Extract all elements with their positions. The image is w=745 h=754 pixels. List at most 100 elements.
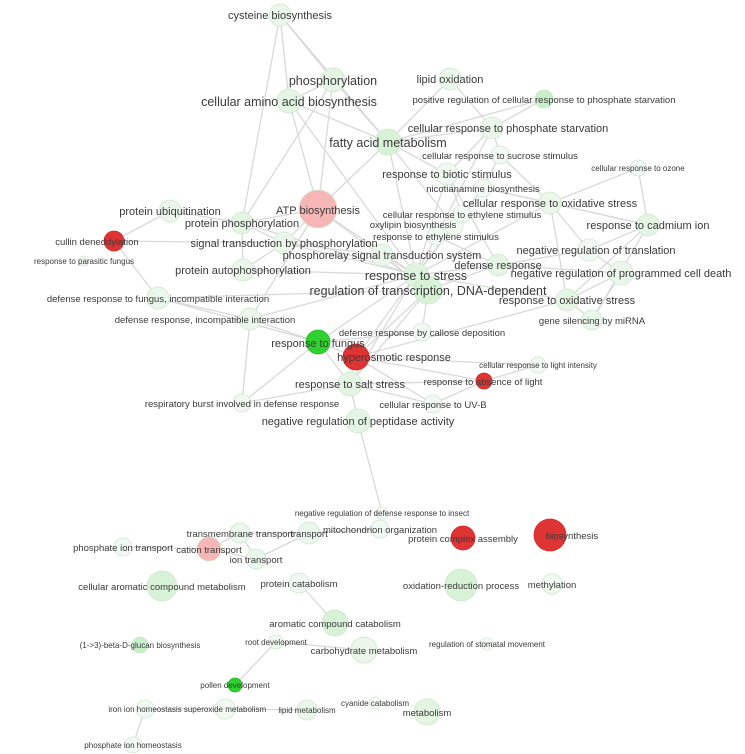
node-hyperosmotic[interactable] xyxy=(342,343,370,371)
node-transmembrane[interactable] xyxy=(229,522,251,544)
node-root-dev[interactable] xyxy=(268,634,284,650)
node-gene-silencing[interactable] xyxy=(581,309,603,331)
node-cell-phos-starv[interactable] xyxy=(480,116,504,140)
node-ethylene[interactable] xyxy=(426,226,446,246)
node-ox-stress[interactable] xyxy=(555,288,579,312)
node-reg-transcription[interactable] xyxy=(413,275,443,305)
node-absence-light[interactable] xyxy=(475,372,493,390)
node-carbohydrate[interactable] xyxy=(350,636,378,664)
node-neg-pcd[interactable] xyxy=(608,260,634,286)
edge-defense-neg_pcd xyxy=(497,264,622,274)
node-light-intensity[interactable] xyxy=(529,356,547,374)
node-iron-homeo[interactable] xyxy=(135,699,155,719)
node-biosynthesis[interactable] xyxy=(533,518,567,552)
edge-stress-fungus xyxy=(317,274,417,343)
node-lipid-metab[interactable] xyxy=(296,699,318,721)
edge-transport-mitochondrion xyxy=(308,528,381,534)
node-label-pollen: pollen development xyxy=(200,681,270,690)
node-cullin[interactable] xyxy=(103,230,125,252)
node-salt[interactable] xyxy=(337,371,363,397)
node-label-gene-silencing: gene silencing by miRNA xyxy=(539,316,646,327)
edge-pos_reg_phos-fatty_acid xyxy=(387,98,545,143)
node-label-oxylipin: oxylipin biosynthesis xyxy=(370,220,457,231)
edge-protein_ubiq-prot_phos xyxy=(169,210,243,224)
node-label-neg-translation: negative regulation of translation xyxy=(517,245,676,257)
edge-fatty_acid-stress xyxy=(387,141,417,276)
edge-cation-phosphate_transport xyxy=(122,546,210,550)
node-defense[interactable] xyxy=(486,253,510,277)
edge-reg_transcription-hyperosmotic xyxy=(355,289,429,358)
node-sig-trans-phos[interactable] xyxy=(272,231,296,255)
node-sucrose[interactable] xyxy=(490,145,510,165)
node-nicotianamine[interactable] xyxy=(473,178,493,198)
edge-salt-resp_burst xyxy=(241,383,351,404)
node-label-carbohydrate: carbohydrate metabolism xyxy=(311,646,418,657)
node-label-cell-ethylene: cellular response to ethylene stimulus xyxy=(383,210,542,221)
node-cell-aa[interactable] xyxy=(276,88,302,114)
node-redox[interactable] xyxy=(444,568,478,602)
node-protein-ubiq[interactable] xyxy=(158,199,182,223)
node-fatty-acid[interactable] xyxy=(374,128,402,156)
edge-cullin-def_fungus_incomp xyxy=(113,240,159,299)
node-aromatic-catab[interactable] xyxy=(321,609,349,637)
node-label-ethylene: response to ethylene stimulus xyxy=(373,232,499,243)
node-label-methylation: methylation xyxy=(528,580,577,591)
node-resp-burst[interactable] xyxy=(232,393,252,413)
node-callose[interactable] xyxy=(412,322,432,342)
node-label-sig-trans-phos: signal transduction by phosphorylation xyxy=(190,238,377,250)
node-label-prot-catabolism: protein catabolism xyxy=(260,579,337,590)
node-phosphate-transport[interactable] xyxy=(113,537,133,557)
edge-sucrose-cell_ox_stress xyxy=(499,154,551,204)
node-prot-complex[interactable] xyxy=(450,525,476,551)
node-cysteine[interactable] xyxy=(268,3,292,27)
node-glucan[interactable] xyxy=(131,636,149,654)
node-mitochondrion[interactable] xyxy=(370,519,390,539)
node-prot-autophos[interactable] xyxy=(231,258,255,282)
node-cell-ethylene[interactable] xyxy=(452,204,472,224)
node-phosphorylation[interactable] xyxy=(320,67,346,93)
node-atp[interactable] xyxy=(298,189,338,229)
node-fungus[interactable] xyxy=(305,329,331,355)
node-prot-phos[interactable] xyxy=(230,211,254,235)
node-aromatic-metab[interactable] xyxy=(146,570,178,602)
node-pollen[interactable] xyxy=(227,677,243,693)
node-label-cyanide: cyanide catabolism xyxy=(341,699,409,708)
node-cation[interactable] xyxy=(196,536,222,562)
node-cyanide[interactable] xyxy=(368,696,382,710)
node-methylation[interactable] xyxy=(541,573,563,595)
node-def-fungus-incomp[interactable] xyxy=(146,286,170,310)
node-phosphate-homeo[interactable] xyxy=(124,736,142,754)
node-label-uvb: cellular response to UV-B xyxy=(379,400,486,411)
node-cadmium[interactable] xyxy=(636,213,660,237)
node-label-phosphate-homeo: phosphate ion homeostasis xyxy=(84,741,181,750)
node-phosphorelay[interactable] xyxy=(370,243,394,267)
node-label-reg-transcription: regulation of transcription, DNA-depende… xyxy=(310,284,547,298)
node-parasitic[interactable] xyxy=(78,255,90,267)
node-ozone[interactable] xyxy=(629,159,647,177)
node-superoxide[interactable] xyxy=(214,698,236,720)
node-label-ozone: cellular response to ozone xyxy=(591,164,685,173)
node-cell-ox-stress[interactable] xyxy=(538,191,562,215)
edge-hyperosmotic-uvb xyxy=(355,356,434,405)
edge-lipid_ox-fatty_acid xyxy=(387,78,451,143)
node-label-superoxide: superoxide metabolism xyxy=(184,705,267,714)
node-stomatal[interactable] xyxy=(480,637,494,651)
node-neg-peptidase[interactable] xyxy=(345,408,371,434)
node-transport[interactable] xyxy=(297,521,321,545)
node-biotic[interactable] xyxy=(435,162,459,186)
node-label-fungus: response to fungus xyxy=(271,338,365,350)
node-metabolism[interactable] xyxy=(413,698,441,726)
node-neg-translation[interactable] xyxy=(577,238,601,262)
node-def-incomp[interactable] xyxy=(238,307,262,331)
node-label-prot-autophos: protein autophosphorylation xyxy=(175,265,311,277)
node-uvb[interactable] xyxy=(423,394,443,414)
node-label-iron-homeo: iron ion homeostasis xyxy=(108,705,181,714)
node-ion-transport[interactable] xyxy=(245,548,267,570)
node-label-resp-burst: respiratory burst involved in defense re… xyxy=(145,399,339,410)
node-lipid-ox[interactable] xyxy=(438,67,462,91)
node-prot-catabolism[interactable] xyxy=(288,572,310,594)
edge-neg_translation-defense xyxy=(497,249,590,266)
node-neg-def-insect[interactable] xyxy=(375,506,389,520)
node-pos-reg-phos[interactable] xyxy=(534,89,554,109)
edge-hyperosmotic-light_intensity xyxy=(355,356,539,366)
